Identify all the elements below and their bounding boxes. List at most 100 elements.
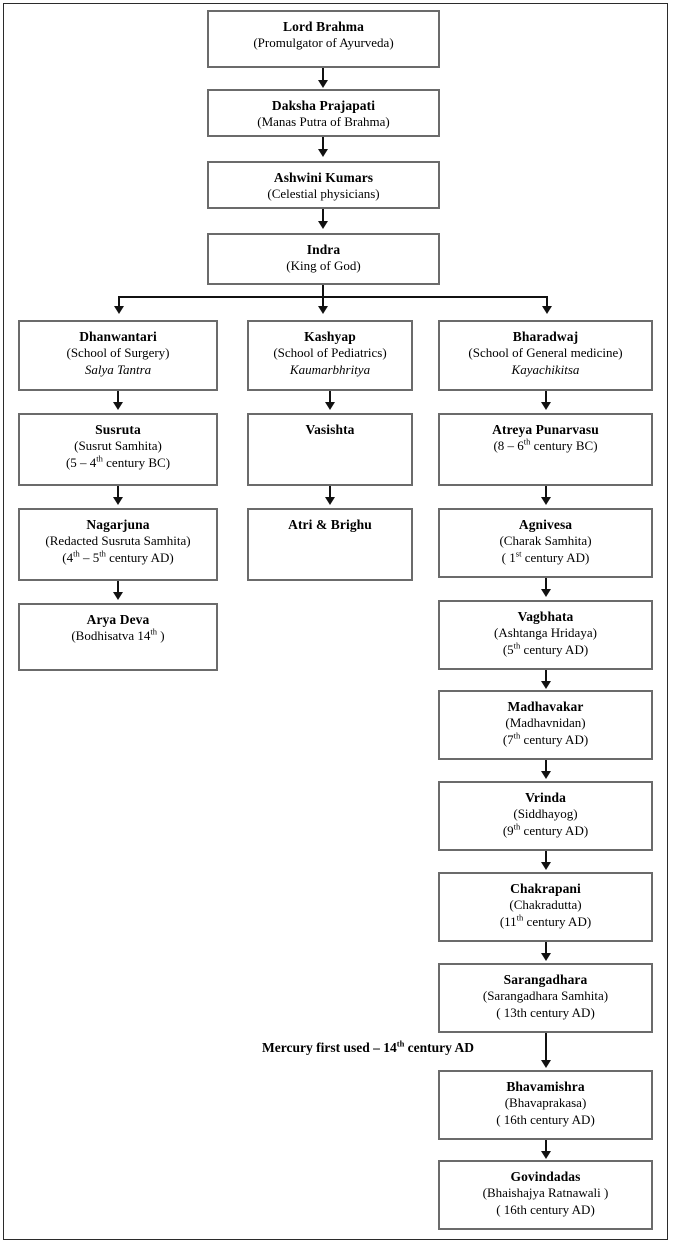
node-subtitle: (School of General medicine) — [468, 345, 623, 361]
connector-indra-split — [322, 285, 324, 296]
connector-sarangadhara-bhavamishra — [545, 1033, 547, 1065]
node-title: Daksha Prajapati — [271, 98, 376, 113]
node-date: ( 16th century AD) — [496, 1111, 595, 1127]
node-subtitle: (Promulgator of Ayurveda) — [253, 35, 394, 51]
arrowhead — [541, 862, 551, 870]
node-govindadas: Govindadas (Bhaishajya Ratnawali ) ( 16t… — [438, 1160, 653, 1230]
node-title: Nagarjuna — [86, 517, 150, 532]
node-title: Lord Brahma — [283, 19, 364, 34]
node-chakrapani: Chakrapani (Chakradutta) (11th century A… — [438, 872, 653, 942]
node-sanskrit-term: Salya Tantra — [84, 361, 152, 377]
node-madhavakar: Madhavakar (Madhavnidan) (7th century AD… — [438, 690, 653, 760]
arrowhead — [113, 402, 123, 410]
arrowhead — [541, 1151, 551, 1159]
node-subtitle: (King of God) — [286, 258, 361, 274]
node-atri-brighu: Atri & Brighu — [247, 508, 413, 581]
node-subtitle: (Redacted Susruta Samhita) — [45, 533, 191, 549]
connector-vasishta-atri — [329, 486, 331, 502]
connector-split-right — [546, 296, 548, 309]
arrowhead — [113, 497, 123, 505]
node-susruta: Susruta (Susrut Samhita) (5 – 4th centur… — [18, 413, 218, 486]
node-title: Bharadwaj — [512, 329, 579, 344]
node-subtitle: (Madhavnidan) — [505, 715, 586, 731]
node-date: ( 13th century AD) — [496, 1004, 595, 1020]
arrowhead — [318, 221, 328, 229]
connector-brahma-daksha — [322, 68, 324, 85]
arrowhead — [541, 589, 551, 597]
node-title: Susruta — [95, 422, 141, 437]
node-title: Kashyap — [304, 329, 356, 344]
node-dhanwantari: Dhanwantari (School of Surgery) Salya Ta… — [18, 320, 218, 391]
arrowhead — [113, 592, 123, 600]
node-bhavamishra: Bhavamishra (Bhavaprakasa) ( 16th centur… — [438, 1070, 653, 1140]
node-subtitle: (Manas Putra of Brahma) — [257, 114, 390, 130]
node-subtitle: (Siddhayog) — [513, 806, 578, 822]
arrowhead — [318, 149, 328, 157]
arrowhead — [325, 402, 335, 410]
node-bharadwaj: Bharadwaj (School of General medicine) K… — [438, 320, 653, 391]
node-lord-brahma: Lord Brahma (Promulgator of Ayurveda) — [207, 10, 440, 68]
connector-split-middle — [322, 296, 324, 309]
connector-agnivesa-vagbhata — [545, 578, 547, 594]
node-title: Vrinda — [525, 790, 566, 805]
node-title: Vagbhata — [517, 609, 574, 624]
mercury-annotation: Mercury first used – 14th century AD — [262, 1038, 475, 1055]
node-ashwini-kumars: Ashwini Kumars (Celestial physicians) — [207, 161, 440, 209]
node-sanskrit-term: Kayachikitsa — [511, 361, 580, 377]
node-title: Atri & Brighu — [288, 517, 372, 532]
node-title: Govindadas — [510, 1169, 581, 1184]
node-title: Chakrapani — [510, 881, 581, 896]
node-nagarjuna: Nagarjuna (Redacted Susruta Samhita) (4t… — [18, 508, 218, 581]
node-date: ( 16th century AD) — [496, 1201, 595, 1217]
node-subtitle: (Sarangadhara Samhita) — [482, 988, 609, 1004]
node-arya-deva: Arya Deva (Bodhisatva 14th ) — [18, 603, 218, 671]
arrowhead — [325, 497, 335, 505]
node-title: Madhavakar — [507, 699, 584, 714]
arrowhead — [318, 306, 328, 314]
connector-vrinda-chakrapani — [545, 851, 547, 867]
connector-dhanwantari-susruta — [117, 391, 119, 407]
node-title: Atreya Punarvasu — [492, 422, 599, 437]
node-date: (5 – 4th century BC) — [65, 453, 171, 470]
node-title: Sarangadhara — [503, 972, 588, 987]
node-title: Ashwini Kumars — [273, 170, 374, 185]
arrowhead — [114, 306, 124, 314]
arrowhead — [541, 771, 551, 779]
node-subtitle: (Susrut Samhita) — [74, 438, 162, 454]
connector-chakrapani-sarangadhara — [545, 942, 547, 958]
connector-kashyap-vasishta — [329, 391, 331, 407]
node-title: Indra — [306, 242, 341, 257]
connector-atreya-agnivesa — [545, 486, 547, 502]
node-title: Agnivesa — [518, 517, 573, 532]
arrowhead — [542, 306, 552, 314]
connector-ashwini-indra — [322, 209, 324, 226]
node-indra: Indra (King of God) — [207, 233, 440, 285]
node-date: ( 1st century AD) — [501, 548, 590, 565]
node-title: Dhanwantari — [79, 329, 157, 344]
node-title: Vasishta — [305, 422, 355, 437]
connector-vagbhata-madhavakar — [545, 670, 547, 686]
node-date: (9th century AD) — [502, 821, 589, 838]
node-date: (5th century AD) — [502, 640, 589, 657]
node-vasishta: Vasishta — [247, 413, 413, 486]
node-kashyap: Kashyap (School of Pediatrics) Kaumarbhr… — [247, 320, 413, 391]
node-title: Bhavamishra — [506, 1079, 585, 1094]
node-subtitle: (Charak Samhita) — [499, 533, 592, 549]
node-vrinda: Vrinda (Siddhayog) (9th century AD) — [438, 781, 653, 851]
node-atreya-punarvasu: Atreya Punarvasu (8 – 6th century BC) — [438, 413, 653, 486]
node-subtitle: (Bhaishajya Ratnawali ) — [482, 1185, 609, 1201]
node-subtitle: (School of Surgery) — [66, 345, 170, 361]
node-agnivesa: Agnivesa (Charak Samhita) ( 1st century … — [438, 508, 653, 578]
connector-madhavakar-vrinda — [545, 760, 547, 776]
connector-daksha-ashwini — [322, 137, 324, 154]
connector-split-left — [118, 296, 120, 309]
connector-bhavamishra-govindadas — [545, 1140, 547, 1156]
connector-nagarjuna-aryadeva — [117, 581, 119, 597]
node-sarangadhara: Sarangadhara (Sarangadhara Samhita) ( 13… — [438, 963, 653, 1033]
node-subtitle: (Bhavaprakasa) — [504, 1095, 587, 1111]
node-date: (4th – 5th century AD) — [62, 548, 174, 565]
arrowhead — [318, 80, 328, 88]
node-date: (8 – 6th century BC) — [493, 436, 598, 454]
arrowhead — [541, 1060, 551, 1068]
node-daksha-prajapati: Daksha Prajapati (Manas Putra of Brahma) — [207, 89, 440, 137]
